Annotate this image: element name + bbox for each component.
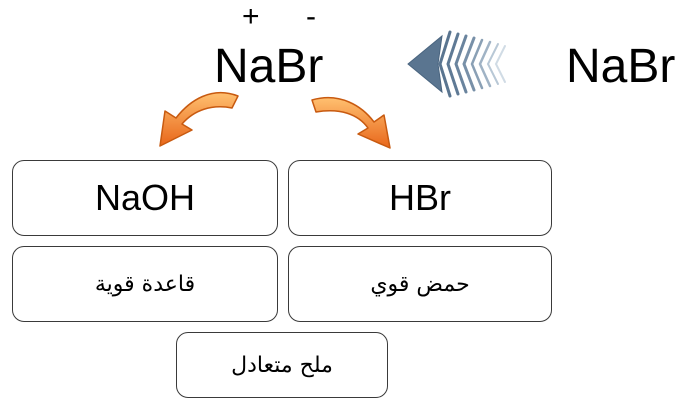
chevron-left-icon — [407, 30, 506, 98]
neutral-salt-label: ملح متعادل — [231, 352, 333, 378]
compound-formula: NaBr — [214, 40, 324, 93]
base-formula: NaOH — [94, 177, 196, 218]
strong-acid-box: حمض قوي — [288, 246, 552, 322]
strong-acid-label: حمض قوي — [370, 271, 470, 297]
plus-charge: + — [242, 0, 260, 33]
acid-formula: HBr — [389, 177, 451, 218]
acid-formula-box: HBr — [288, 160, 552, 236]
neutral-salt-box: ملح متعادل — [176, 332, 388, 398]
base-formula-box: NaOH — [12, 160, 278, 236]
minus-charge: - — [306, 0, 316, 33]
right-curved-arrow-icon — [311, 96, 391, 149]
left-curved-arrow-icon — [159, 91, 239, 147]
strong-base-label: قاعدة قوية — [94, 271, 196, 297]
right-compound-formula: NaBr — [566, 40, 676, 93]
strong-base-box: قاعدة قوية — [12, 246, 278, 322]
